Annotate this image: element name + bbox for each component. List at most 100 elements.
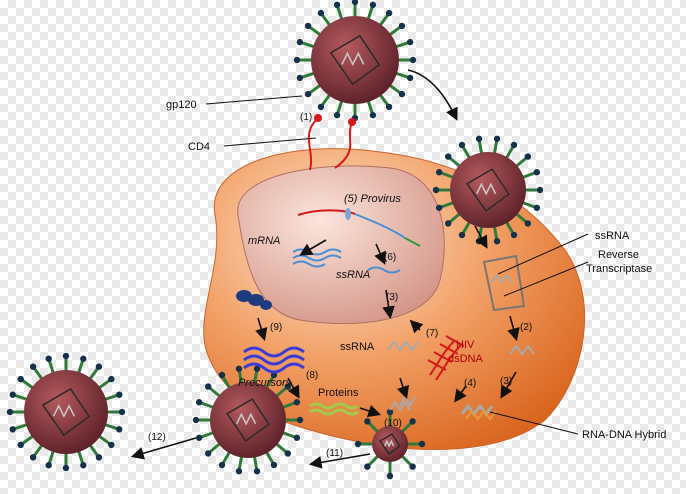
step-6: (6)	[384, 252, 396, 263]
spike-head	[195, 399, 203, 406]
spike-head	[204, 450, 212, 457]
spike-head	[296, 416, 304, 424]
spike-head	[458, 231, 466, 239]
spike-head	[510, 141, 518, 149]
virion	[192, 365, 304, 475]
label-dsdna: dsDNA	[448, 353, 484, 365]
proteins-strands	[309, 402, 359, 416]
spike-head	[218, 371, 226, 379]
step-7: (7)	[426, 328, 438, 339]
spike-head	[364, 463, 371, 470]
rna-dna-hybrid	[460, 403, 494, 417]
step-3b: (3)	[386, 292, 398, 303]
step-11: (11)	[326, 448, 343, 459]
spike-head	[108, 441, 115, 449]
spike-head	[333, 1, 341, 9]
spike-head	[354, 440, 362, 448]
spike-head	[409, 56, 417, 64]
spike-head	[80, 462, 87, 469]
cd4-receptor-2	[334, 121, 353, 169]
spike-head	[296, 38, 304, 46]
virion	[293, 0, 417, 122]
spike-head	[510, 231, 518, 239]
spike-head	[62, 464, 70, 472]
virion-rna	[476, 182, 497, 196]
label-reverse-transcriptase-1: Reverse	[598, 249, 639, 261]
label-precursors: Precursors	[238, 377, 292, 389]
spike-head	[116, 426, 123, 433]
spike-head	[386, 408, 394, 416]
spike-head	[406, 38, 414, 46]
spike-head	[364, 418, 371, 425]
spike-head	[270, 461, 278, 469]
spike-head	[333, 111, 341, 119]
spike-head	[29, 454, 37, 461]
spike-head	[108, 375, 115, 383]
ssrna-cyto-strand	[387, 340, 419, 352]
virion-capsid	[466, 168, 510, 212]
hiv-dsdna-helix	[427, 335, 465, 381]
virion	[6, 352, 126, 472]
provirus-dna	[297, 209, 356, 216]
spike-head	[45, 462, 52, 469]
spike-head	[6, 408, 14, 416]
spike-head	[62, 352, 70, 360]
spike-head	[317, 103, 325, 111]
spike-head	[293, 399, 301, 406]
spike-head	[432, 186, 440, 194]
arrow-entry	[407, 69, 458, 121]
spike-head	[458, 141, 466, 149]
spike-head	[204, 383, 212, 390]
spike-head	[386, 472, 394, 480]
spike-head	[444, 220, 452, 227]
arrow-step-11	[308, 453, 371, 469]
spike-head	[80, 355, 87, 362]
spike-head	[29, 363, 37, 370]
spike-head	[192, 416, 200, 424]
spike-head	[304, 90, 312, 98]
virion	[354, 408, 426, 480]
spike-head	[293, 434, 301, 441]
label-cd4: CD4	[188, 141, 210, 153]
spike-head	[17, 375, 24, 383]
spike-head	[116, 391, 123, 398]
spike-head	[435, 169, 443, 176]
spike-head	[418, 440, 426, 448]
label-gp120: gp120	[166, 99, 197, 111]
spike-head	[385, 9, 393, 17]
step-12: (12)	[148, 432, 166, 443]
label-proteins: Proteins	[318, 387, 359, 399]
spike-head	[95, 454, 103, 461]
label-provirus: (5) Provirus	[344, 193, 401, 205]
spike-head	[9, 426, 16, 433]
step-8: (8)	[306, 370, 318, 381]
ssrna-nucleus-strand	[367, 266, 401, 274]
label-ssrna-right: ssRNA	[595, 230, 630, 242]
step-9: (9)	[270, 322, 282, 333]
rna-dna-hybrid-top	[509, 344, 535, 356]
spike-head	[398, 22, 406, 30]
ribosomes	[236, 290, 272, 310]
spike-head	[475, 135, 483, 142]
spike-head	[293, 56, 301, 64]
step-2: (2)	[520, 322, 532, 333]
spike-head	[444, 153, 452, 160]
precursors-strands	[243, 346, 305, 374]
spike-head	[235, 468, 243, 475]
spike-head	[524, 153, 532, 160]
spike-head	[409, 418, 416, 425]
spike-head	[253, 365, 261, 372]
label-reverse-transcriptase-2: Transcriptase	[586, 263, 652, 275]
label-ssrna-cyto: ssRNA	[340, 341, 375, 353]
virion-capsid	[379, 433, 401, 455]
spike-head	[406, 74, 414, 82]
spike-head	[296, 74, 304, 82]
spike-head	[369, 1, 377, 9]
virion-capsid	[226, 398, 270, 442]
spike-head	[235, 365, 243, 372]
spike-head	[218, 461, 226, 469]
spike-head	[253, 468, 261, 475]
step-1: (1)	[300, 112, 312, 123]
spike-head	[475, 238, 483, 245]
virion	[432, 135, 544, 245]
